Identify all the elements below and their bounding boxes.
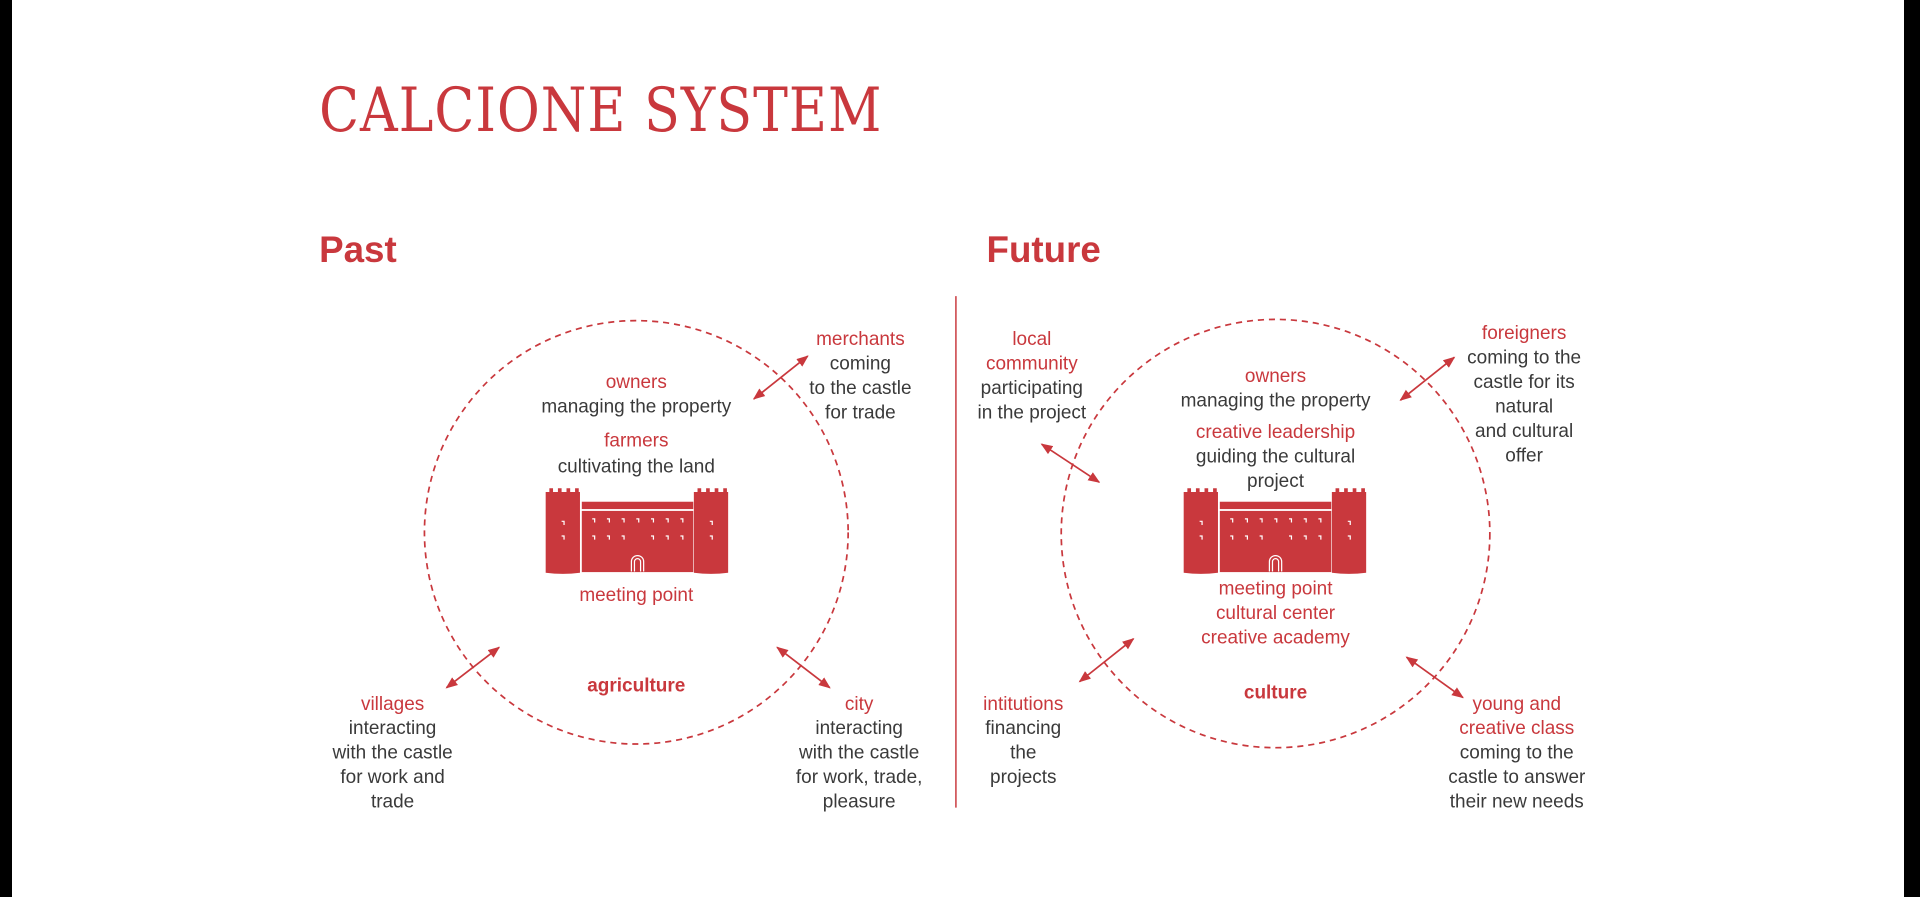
villages-desc: for work and — [340, 767, 444, 788]
young-creative-desc: castle to answer — [1448, 767, 1585, 788]
local-community-desc: participating — [981, 378, 1083, 399]
villages-desc: with the castle — [331, 743, 452, 764]
future-section: Future owners managing the property crea… — [978, 229, 1586, 813]
past-owners-label: owners — [606, 372, 667, 393]
past-farmers-desc: cultivating the land — [558, 456, 715, 477]
foreigners-desc: coming to the — [1467, 347, 1581, 368]
institutions-desc: the — [1010, 743, 1036, 764]
city-desc: interacting — [815, 718, 903, 739]
slide: CALCIONE SYSTEM Past owners managing the… — [12, 0, 1904, 897]
villages-node: villages interacting with the castle for… — [331, 694, 452, 813]
page-title: CALCIONE SYSTEM — [319, 75, 882, 146]
past-heading: Past — [319, 229, 397, 270]
city-desc: for work, trade, — [796, 767, 923, 788]
double-arrow-icon — [752, 355, 809, 400]
foreigners-desc: natural — [1495, 396, 1553, 417]
foreigners-label: foreigners — [1482, 323, 1566, 344]
double-arrow-icon — [1405, 656, 1464, 699]
future-theme: culture — [1244, 683, 1307, 704]
future-system-circle — [1060, 318, 1491, 749]
castle-icon — [545, 487, 729, 575]
institutions-desc: projects — [990, 767, 1056, 788]
double-arrow-icon — [1040, 443, 1101, 483]
double-arrow-icon — [445, 646, 501, 689]
past-owners-desc: managing the property — [541, 396, 731, 417]
young-creative-desc: their new needs — [1450, 792, 1584, 813]
villages-desc: interacting — [349, 718, 437, 739]
city-label: city — [845, 694, 874, 715]
past-system-circle — [423, 319, 850, 745]
local-community-desc: in the project — [978, 403, 1087, 424]
future-cultural-center: cultural center — [1216, 603, 1335, 624]
merchants-desc: coming — [830, 354, 891, 375]
castle-icon — [1183, 487, 1367, 575]
future-leadership-label: creative leadership — [1196, 422, 1355, 443]
foreigners-desc: and cultural — [1475, 421, 1573, 442]
future-creative-academy: creative academy — [1201, 628, 1350, 649]
city-desc: with the castle — [798, 743, 919, 764]
merchants-node: merchants coming to the castle for trade — [809, 329, 911, 423]
past-theme: agriculture — [587, 675, 685, 696]
city-node: city interacting with the castle for wor… — [796, 694, 923, 813]
past-farmers-label: farmers — [604, 431, 668, 452]
young-creative-desc: coming to the — [1460, 743, 1574, 764]
institutions-label: intitutions — [983, 694, 1063, 715]
foreigners-node: foreigners coming to the castle for its … — [1467, 323, 1581, 466]
diagram-canvas: CALCIONE SYSTEM Past owners managing the… — [319, 75, 1586, 813]
institutions-node: intitutions financing the projects — [983, 694, 1063, 788]
merchants-desc: for trade — [825, 403, 896, 424]
foreigners-desc: castle for its — [1474, 372, 1575, 393]
future-owners-desc: managing the property — [1181, 390, 1371, 411]
double-arrow-icon — [1399, 356, 1456, 401]
past-meeting-point: meeting point — [579, 585, 694, 606]
future-leadership-desc: guiding the cultural — [1196, 447, 1355, 468]
villages-label: villages — [361, 694, 424, 715]
local-community-node: local community participating in the pro… — [978, 329, 1087, 423]
institutions-desc: financing — [985, 718, 1061, 739]
double-arrow-icon — [1078, 638, 1135, 683]
double-arrow-icon — [776, 646, 831, 689]
merchants-label: merchants — [816, 329, 905, 350]
villages-desc: trade — [371, 792, 414, 813]
city-desc: pleasure — [823, 792, 896, 813]
local-community-label: local — [1012, 329, 1051, 350]
future-heading: Future — [987, 229, 1101, 270]
local-community-label: community — [986, 354, 1078, 375]
future-leadership-desc: project — [1247, 471, 1305, 492]
future-meeting-point: meeting point — [1219, 579, 1334, 600]
past-section: Past owners managing the property farmer… — [319, 229, 922, 813]
young-creative-label: young and — [1472, 694, 1561, 715]
foreigners-desc: offer — [1505, 445, 1543, 466]
young-creative-label: creative class — [1459, 718, 1574, 739]
future-owners-label: owners — [1245, 366, 1306, 387]
merchants-desc: to the castle — [809, 378, 911, 399]
young-creative-class-node: young and creative class coming to the c… — [1448, 694, 1585, 813]
